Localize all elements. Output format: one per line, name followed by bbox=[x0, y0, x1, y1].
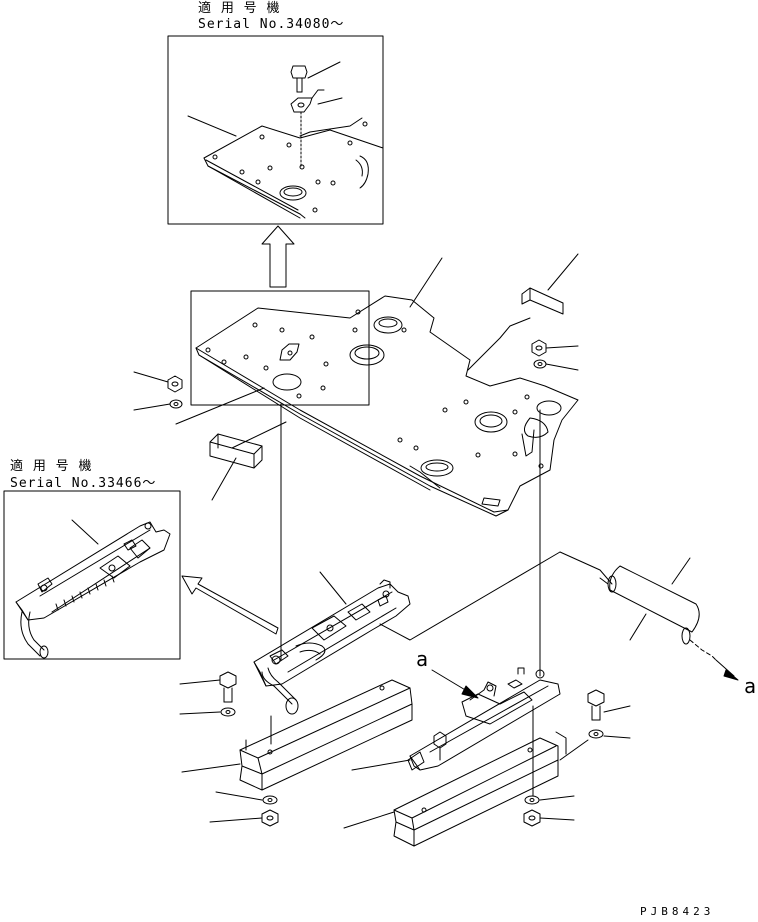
slide-bracket-left bbox=[239, 679, 413, 791]
inset-left-frame bbox=[3, 490, 181, 660]
inset-top-clip bbox=[290, 97, 313, 113]
nut-washer-right bbox=[531, 339, 579, 371]
bolt-right bbox=[559, 689, 631, 761]
nut-washer-left-bottom bbox=[209, 791, 279, 827]
seat-rail-right bbox=[351, 667, 561, 771]
detail-box bbox=[190, 290, 370, 406]
inset-left-serial-label: Serial No.33466～ bbox=[10, 476, 157, 491]
inset-top bbox=[167, 35, 384, 225]
inset-top-bolt bbox=[290, 65, 308, 79]
floor-plate-outline bbox=[195, 295, 579, 513]
slide-bracket-right bbox=[343, 731, 567, 847]
nut-washer-right-bottom bbox=[523, 795, 575, 827]
drawing-code: PJB8423 bbox=[640, 905, 715, 918]
arrow-up-to-inset-top bbox=[261, 225, 295, 288]
ref-letter-a-arrow: a bbox=[416, 647, 429, 671]
inset-top-plate-edge bbox=[203, 125, 384, 159]
floor-plate bbox=[195, 257, 579, 517]
rubber-block bbox=[209, 421, 287, 501]
rubber-strip bbox=[521, 253, 579, 315]
inset-top-applicable-label: 適 用 号 機 bbox=[198, 1, 281, 16]
nut-washer-left bbox=[133, 371, 265, 425]
bolt-left bbox=[179, 671, 241, 773]
arrow-a bbox=[431, 669, 479, 699]
inset-top-frame bbox=[167, 35, 384, 225]
inset-left-applicable-label: 適 用 号 機 bbox=[10, 459, 93, 474]
inset-top-serial-label: Serial No.34080～ bbox=[198, 17, 345, 32]
ref-letter-a-wire: a bbox=[744, 674, 757, 698]
inset-left bbox=[3, 490, 181, 660]
seat-rail-left bbox=[253, 551, 613, 715]
tube bbox=[599, 557, 739, 681]
arrow-to-inset-left bbox=[181, 575, 279, 635]
